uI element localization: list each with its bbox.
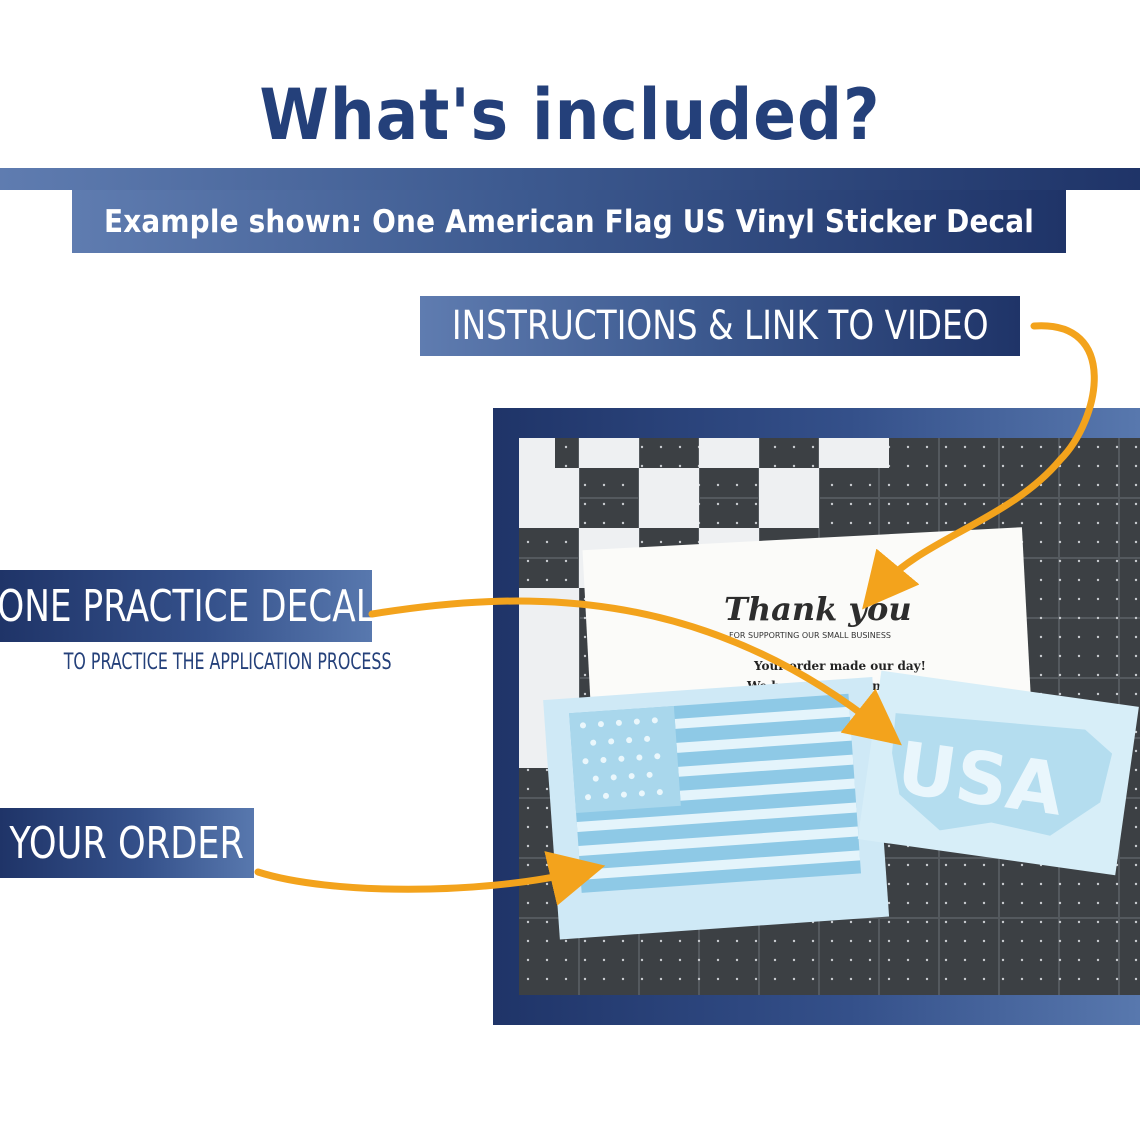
- practice-decal-label: ONE PRACTICE DECAL: [0, 570, 375, 642]
- header-band: [0, 168, 1140, 190]
- your-order-label-text: YOUR ORDER: [9, 817, 245, 869]
- american-flag-decal: [543, 677, 890, 940]
- instructions-label-text: INSTRUCTIONS & LINK TO VIDEO: [451, 303, 989, 349]
- page-title: What's included?: [259, 74, 881, 156]
- card-line-1: Your order made our day!: [753, 659, 926, 673]
- usa-decal: USA: [857, 670, 1139, 876]
- subtitle-banner: Example shown: One American Flag US Viny…: [72, 190, 1066, 253]
- practice-decal-caption: TO PRACTICE THE APPLICATION PROCESS: [0, 650, 392, 675]
- product-photo-frame: Thank you FOR SUPPORTING OUR SMALL BUSIN…: [493, 408, 1140, 1025]
- card-tagline-text: FOR SUPPORTING OUR SMALL BUSINESS: [729, 631, 891, 640]
- card-script-text: Thank you: [724, 590, 912, 628]
- your-order-label: YOUR ORDER: [0, 808, 254, 878]
- product-photo: Thank you FOR SUPPORTING OUR SMALL BUSIN…: [519, 438, 1140, 995]
- practice-decal-caption-text: TO PRACTICE THE APPLICATION PROCESS: [63, 650, 392, 675]
- instructions-label: INSTRUCTIONS & LINK TO VIDEO: [420, 296, 1020, 356]
- product-photo-illustration: Thank you FOR SUPPORTING OUR SMALL BUSIN…: [519, 438, 1140, 995]
- subtitle-text: Example shown: One American Flag US Viny…: [103, 203, 1035, 240]
- practice-decal-label-text: ONE PRACTICE DECAL: [0, 580, 375, 632]
